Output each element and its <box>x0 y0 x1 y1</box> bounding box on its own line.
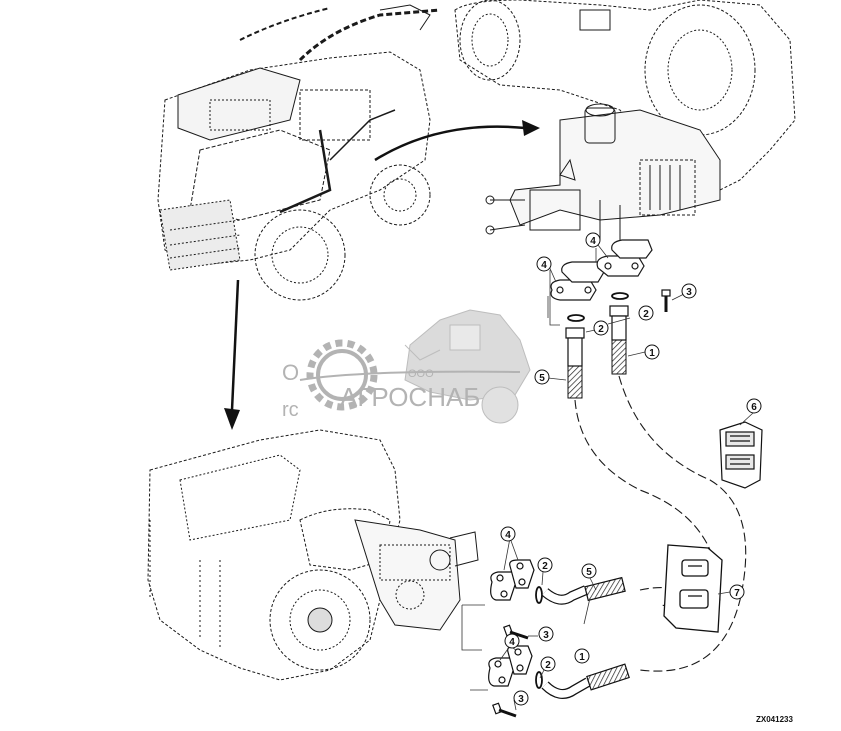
arrow-to-valve <box>374 120 540 162</box>
callout-2-d: 2 <box>540 656 556 672</box>
callout-5-top: 5 <box>534 369 550 385</box>
svg-text:3: 3 <box>518 694 524 705</box>
callout-1-bottom: 1 <box>574 648 590 664</box>
svg-text:6: 6 <box>751 402 757 413</box>
svg-text:3: 3 <box>686 287 692 298</box>
figure-id: ZX041233 <box>756 715 793 724</box>
watermark-company: АГРОСНАБ <box>340 382 480 412</box>
callout-5-bottom: 5 <box>581 563 597 579</box>
svg-text:1: 1 <box>579 652 585 663</box>
clamp-halves-bottom <box>488 559 535 687</box>
svg-text:7: 7 <box>734 588 740 599</box>
svg-text:2: 2 <box>643 309 649 320</box>
o-rings-top <box>567 292 629 322</box>
hoses-bottom <box>541 576 630 699</box>
callout-leaders <box>499 244 754 711</box>
clamp-halves-top <box>550 239 653 301</box>
svg-text:5: 5 <box>586 567 592 578</box>
watermark-prefix: ООО <box>408 368 434 380</box>
callout-7: 7 <box>729 584 745 600</box>
svg-text:2: 2 <box>545 660 551 671</box>
watermark-combine-icon <box>404 309 531 424</box>
valve-block-illustration <box>454 0 796 245</box>
svg-text:4: 4 <box>590 236 596 247</box>
svg-text:2: 2 <box>598 324 604 335</box>
callout-3-mid: 3 <box>538 626 554 642</box>
svg-text:3: 3 <box>543 630 549 641</box>
bolt-top <box>661 289 671 312</box>
svg-text:2: 2 <box>542 561 548 572</box>
watermark-fragment-1: О <box>282 360 299 385</box>
callout-3-top: 3 <box>681 283 697 299</box>
o-rings-bottom <box>535 586 543 689</box>
callout-3-bottom: 3 <box>513 690 529 706</box>
callout-4-b: 4 <box>585 232 601 248</box>
svg-text:4: 4 <box>541 260 547 271</box>
callout-4-c: 4 <box>500 526 516 542</box>
hose-clamp-bracket-6 <box>719 421 763 489</box>
tractor-illustration <box>157 4 441 301</box>
watermark: ООО АГРОСНАБ О rc <box>282 309 531 424</box>
callout-2-b: 2 <box>593 320 609 336</box>
hoses-top <box>567 339 627 399</box>
callout-4-a: 4 <box>536 256 552 272</box>
guide-lines-bottom <box>461 604 488 691</box>
transmission-illustration <box>147 429 479 681</box>
svg-text:5: 5 <box>539 373 545 384</box>
svg-text:4: 4 <box>509 637 515 648</box>
callout-6: 6 <box>746 398 762 414</box>
bolts-bottom <box>492 624 529 718</box>
svg-text:4: 4 <box>505 530 511 541</box>
guide-lines <box>547 248 597 326</box>
callout-markers: 1 1 2 2 2 2 3 3 3 4 4 4 4 5 5 6 7 <box>500 232 762 706</box>
watermark-fragment-2: rc <box>282 399 299 421</box>
svg-text:1: 1 <box>649 348 655 359</box>
callout-4-d: 4 <box>504 633 520 649</box>
hose-bracket-7 <box>663 544 723 633</box>
arrow-to-transmission <box>224 279 240 430</box>
callout-1-top: 1 <box>644 344 660 360</box>
hose-routes <box>574 375 747 672</box>
callout-2-a: 2 <box>638 305 654 321</box>
callout-2-c: 2 <box>537 557 553 573</box>
watermark-gear-icon <box>306 339 378 411</box>
hose-fittings-top <box>565 305 629 367</box>
